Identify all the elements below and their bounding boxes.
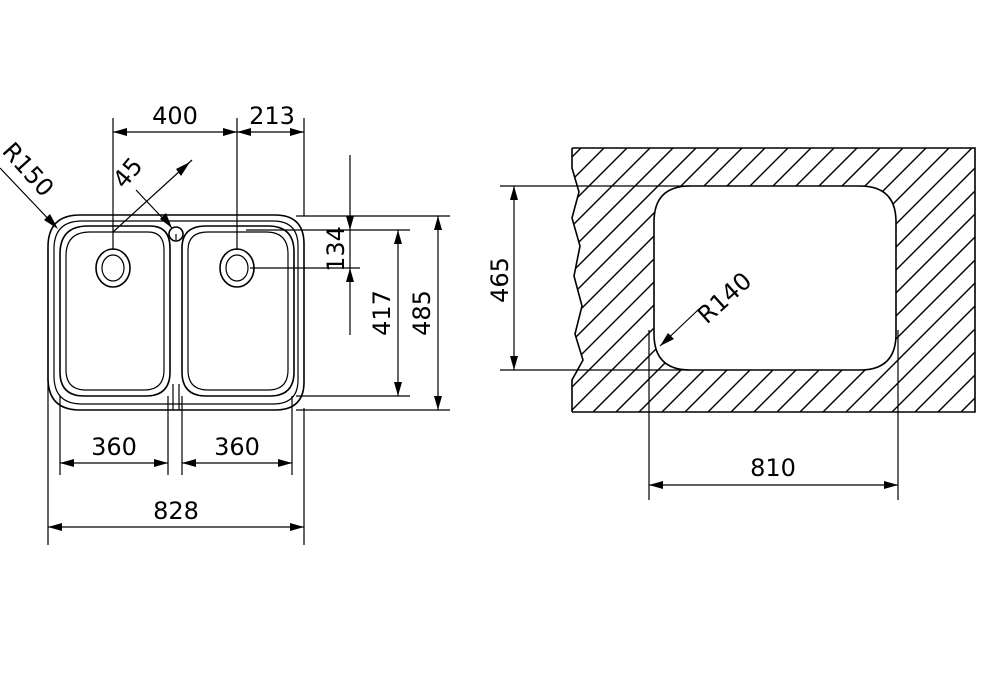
hatch-line bbox=[572, 148, 636, 412]
hatch-line bbox=[758, 148, 975, 412]
hatch-line bbox=[276, 140, 566, 430]
dim-134: 134 bbox=[322, 226, 350, 272]
hatch-line bbox=[896, 148, 975, 412]
hatch-line bbox=[572, 148, 590, 412]
left-dimension-lines bbox=[0, 128, 442, 531]
sink-outer-rim bbox=[47, 214, 305, 411]
dim-828: 828 bbox=[153, 497, 199, 525]
hatch-line bbox=[804, 148, 975, 412]
right-dimension-lines bbox=[510, 186, 898, 489]
dim-465: 465 bbox=[486, 257, 514, 303]
sink-inner-rim bbox=[53, 220, 299, 405]
countertop-outline bbox=[572, 147, 976, 413]
hatch-line bbox=[643, 148, 935, 412]
hatch-line bbox=[572, 148, 728, 412]
hatch-line bbox=[572, 148, 659, 412]
dim-r140: R140 bbox=[692, 267, 757, 330]
hatch-line bbox=[873, 148, 975, 412]
dim-485: 485 bbox=[408, 290, 436, 336]
left-bowl-inner bbox=[65, 231, 165, 391]
hatch-line bbox=[572, 148, 843, 412]
dim-400: 400 bbox=[152, 102, 198, 130]
hatch-line bbox=[572, 148, 682, 412]
dim-810: 810 bbox=[750, 454, 796, 482]
dim-360-left: 360 bbox=[91, 433, 137, 461]
hatch-line bbox=[942, 148, 975, 412]
dim-r150: R150 bbox=[0, 137, 59, 202]
hatch-line bbox=[230, 140, 520, 430]
left-extension-lines bbox=[47, 118, 450, 545]
countertop-hatching bbox=[230, 140, 975, 430]
dim-417: 417 bbox=[368, 290, 396, 336]
hatch-line bbox=[827, 148, 975, 412]
hatch-line bbox=[850, 148, 975, 412]
hatch-line bbox=[666, 148, 958, 412]
hatch-line bbox=[919, 148, 975, 412]
hatch-line bbox=[620, 148, 912, 412]
dim-213: 213 bbox=[249, 102, 295, 130]
countertop-cutout-view bbox=[230, 140, 976, 430]
right-extension-lines bbox=[500, 185, 899, 500]
countertop-break-line bbox=[571, 148, 584, 412]
hatch-line bbox=[572, 148, 705, 412]
right-bowl-inner bbox=[187, 231, 289, 391]
left-bowl bbox=[59, 225, 171, 397]
sink-top-view bbox=[47, 214, 305, 411]
hatch-line bbox=[781, 148, 975, 412]
cutout-opening bbox=[653, 185, 897, 371]
hatch-line bbox=[712, 148, 975, 412]
hatch-line bbox=[965, 148, 975, 412]
hatch-line bbox=[572, 148, 613, 412]
tap-hole bbox=[168, 226, 184, 242]
right-bowl bbox=[181, 225, 295, 397]
dim-360-right: 360 bbox=[214, 433, 260, 461]
